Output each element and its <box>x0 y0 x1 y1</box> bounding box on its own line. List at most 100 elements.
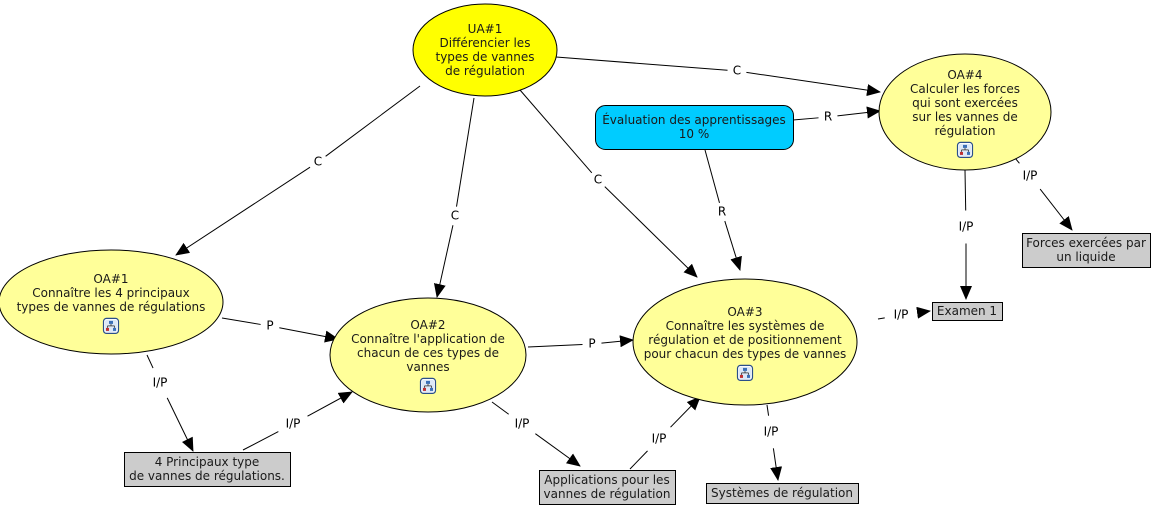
node-text-line: vannes <box>406 360 449 374</box>
node-text-line: Connaître l'application de <box>351 332 505 346</box>
edge-ua1-to-oa2: C <box>433 97 475 298</box>
node-shape <box>124 452 291 487</box>
edge-arrow-segment <box>175 166 311 256</box>
node-text-line: Évaluation des apprentissages <box>602 112 786 127</box>
node-shape <box>632 278 858 406</box>
edge-label: I/P <box>515 417 530 431</box>
node-shape <box>595 105 794 150</box>
submap-icon[interactable] <box>419 377 437 394</box>
node-text-line: régulation et de positionnement <box>648 333 842 347</box>
submap-icon[interactable] <box>102 317 120 334</box>
node-text-line: Forces exercées par <box>1026 236 1146 250</box>
node-text-line: Examen 1 <box>937 304 997 318</box>
node-code: OA#4 <box>947 68 982 82</box>
edge-eval-to-oa3: R <box>704 149 742 271</box>
node-text-line: de vannes de régulations. <box>129 469 285 483</box>
edge-line-segment <box>221 317 261 325</box>
edge-arrow-segment <box>166 397 194 452</box>
edge-line-segment <box>629 450 648 470</box>
node-shape <box>878 53 1052 171</box>
submap-icon[interactable] <box>956 141 974 158</box>
edge-line-segment <box>792 117 819 121</box>
edge-line-segment <box>242 431 279 451</box>
node-shape <box>539 470 676 505</box>
edge-ua1-to-oa4: C <box>555 56 881 97</box>
edge-oa2-to-oa3: P <box>527 335 634 351</box>
edge-label: C <box>594 173 602 187</box>
edge-oa4-to-forces: I/P <box>1014 157 1073 231</box>
edge-label: I/P <box>1023 169 1038 183</box>
edge-arrow-segment <box>535 433 581 467</box>
node-text-line: 4 Principaux type <box>155 455 260 469</box>
node-text-line: types de vannes <box>436 50 535 64</box>
edge-arrow-segment <box>1039 188 1073 231</box>
node-shape <box>1022 233 1151 268</box>
edge-line-segment <box>527 343 583 348</box>
node-text-line: Connaître les systèmes de <box>666 319 825 333</box>
node-res3[interactable]: Systèmes de régulation <box>706 483 859 504</box>
node-text-line: sur les vannes de <box>912 110 1018 124</box>
node-code: OA#1 <box>93 272 128 286</box>
edge-line-segment <box>456 97 475 207</box>
edge-line-segment <box>325 85 421 157</box>
edge-label: I/P <box>959 220 974 234</box>
edge-arrow-segment <box>746 71 881 97</box>
node-text-line: pour chacun des types de vannes <box>644 347 847 361</box>
node-text-line: régulation <box>935 124 996 138</box>
edge-line-segment <box>766 404 770 416</box>
edge-label: C <box>733 64 741 78</box>
edge-label: I/P <box>894 308 909 322</box>
edge-ua1-to-oa3: C <box>519 89 698 278</box>
edge-arrow-segment <box>724 220 742 271</box>
node-shape <box>0 249 224 355</box>
edge-line-segment <box>519 89 593 174</box>
edge-label: I/P <box>764 425 779 439</box>
node-code: OA#2 <box>410 318 445 332</box>
edge-line-segment <box>555 56 728 71</box>
node-text-line: de régulation <box>445 64 525 78</box>
edge-oa3-to-res3: I/P <box>764 404 783 481</box>
edge-arrow-segment <box>307 391 353 417</box>
edge-arrow-segment <box>601 335 634 348</box>
edge-arrow-segment <box>770 448 783 481</box>
node-text-line: Systèmes de régulation <box>711 486 853 500</box>
node-code: UA#1 <box>468 22 503 36</box>
edge-arrow-segment <box>604 186 698 278</box>
node-exam1[interactable]: Examen 1 <box>932 302 1003 321</box>
edge-label: P <box>266 319 273 333</box>
node-shape <box>329 297 527 413</box>
edge-label: I/P <box>286 417 301 431</box>
edge-line-segment <box>877 317 885 320</box>
edge-label: C <box>451 209 459 223</box>
edge-arrow-segment <box>916 306 931 319</box>
edge-label: C <box>314 155 322 169</box>
node-text-line: vannes de régulation <box>544 487 671 501</box>
node-text-line: types de vannes de régulations <box>17 300 206 314</box>
submap-icon[interactable] <box>736 364 754 381</box>
node-text-line: Différencier les <box>440 36 531 50</box>
edge-line-segment <box>491 401 509 415</box>
edge-arrow-segment <box>670 396 701 428</box>
edge-oa2-to-res2: I/P <box>491 401 581 467</box>
node-shape <box>932 302 1003 321</box>
edge-label: I/P <box>153 376 168 390</box>
node-text-line: chacun de ces types de <box>357 346 499 360</box>
edge-line-segment <box>146 354 154 369</box>
edge-line-segment <box>964 169 967 211</box>
edge-oa4-to-exam1: I/P <box>959 169 974 300</box>
edge-label: P <box>588 337 595 351</box>
node-text-line: Connaître les 4 principaux <box>32 286 190 300</box>
edge-oa3-to-exam1: I/P <box>877 306 931 322</box>
node-text-line: qui sont exercées <box>912 96 1018 110</box>
